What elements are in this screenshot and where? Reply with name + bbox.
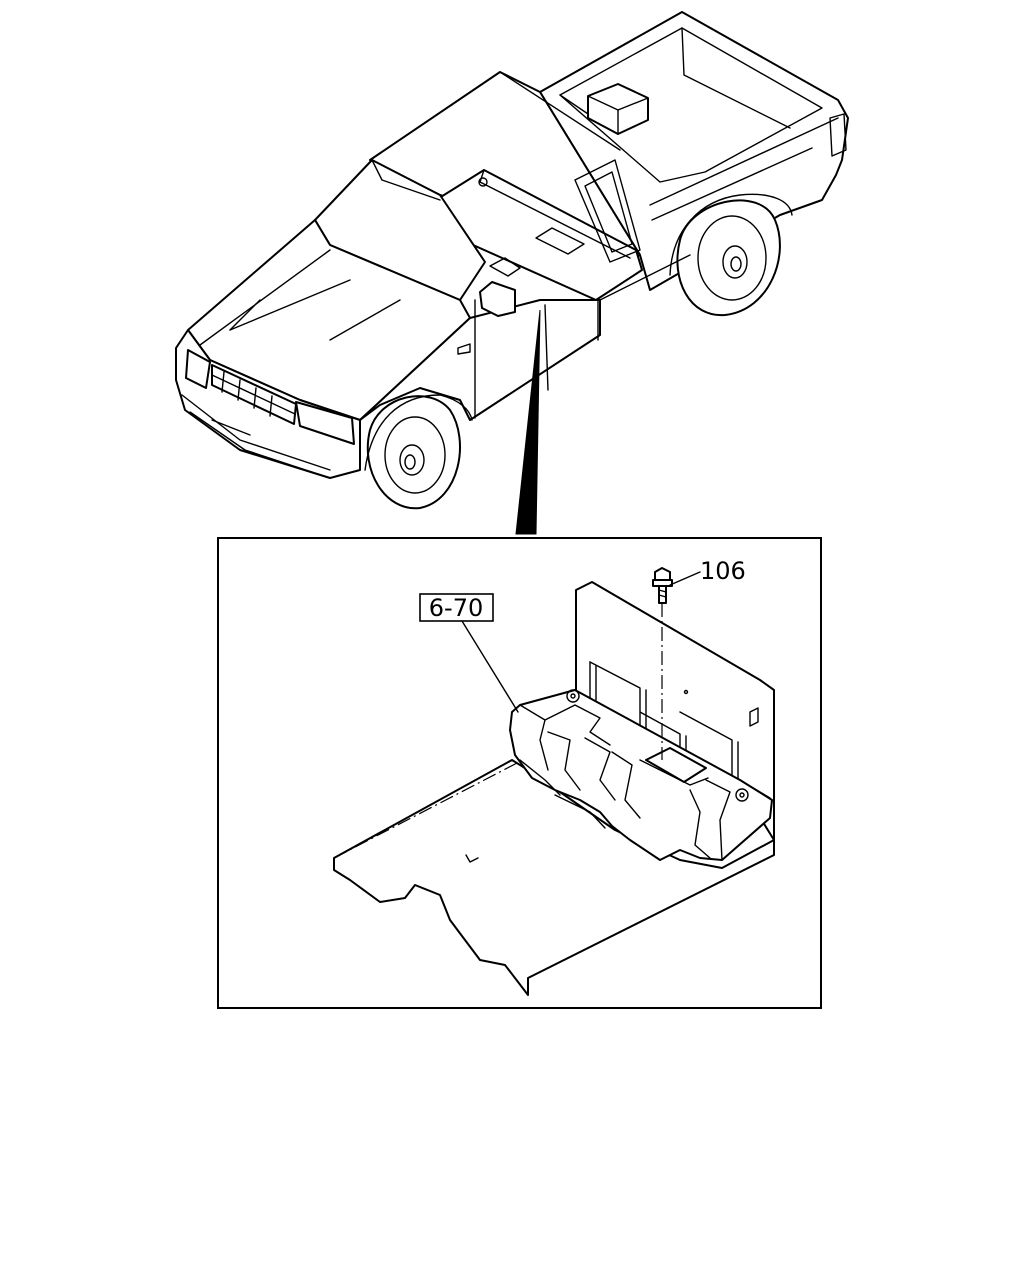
bolt-number-label: 106 [700, 557, 746, 585]
detail-frame [217, 537, 822, 1009]
pickup-truck-illustration [175, 11, 849, 535]
bolt-106 [652, 567, 673, 604]
bolt-leader [669, 571, 701, 586]
front-wheel [366, 395, 461, 510]
rear-wheel [676, 199, 781, 317]
callout-reference: 6-70 [419, 593, 519, 713]
reference-box [419, 593, 494, 622]
callout-bolt: 106 [669, 557, 746, 586]
floor-insulator-detail [333, 567, 775, 996]
reference-leader [461, 620, 519, 713]
reference-label: 6-70 [429, 594, 483, 622]
